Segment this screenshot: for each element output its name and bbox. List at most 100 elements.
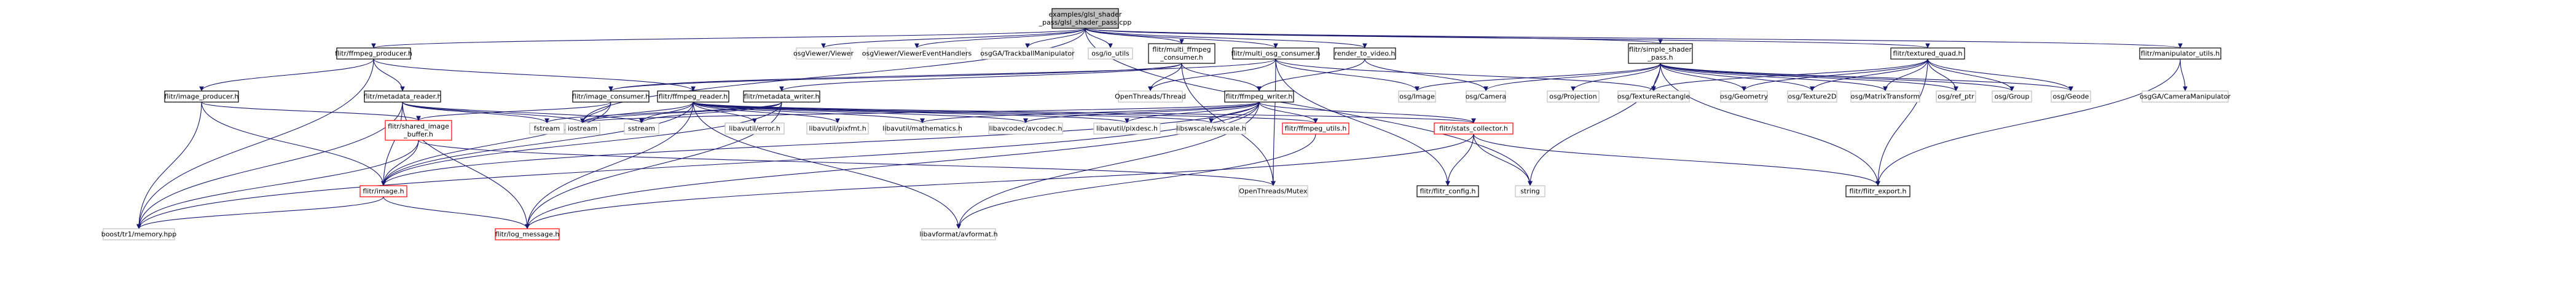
node-osgviewer_handlers[interactable]: osgViewer/ViewerEventHandlers: [862, 47, 972, 60]
node-box-osg_projection: [1547, 90, 1600, 103]
node-boost_memory[interactable]: boost/tr1/memory.hpp: [101, 228, 177, 240]
node-label-libavutil_error: libavutil/error.h: [729, 125, 780, 133]
node-sstream[interactable]: sstream: [624, 122, 659, 135]
node-fstream[interactable]: fstream: [529, 122, 565, 135]
node-label-metadata_reader: flitr/metadata_reader.h: [364, 93, 442, 101]
node-box-boost_memory: [103, 228, 175, 240]
node-iostream[interactable]: iostream: [565, 122, 600, 135]
node-osg_texturerect[interactable]: osg/TextureRectangle: [1617, 90, 1690, 103]
edge-ffmpeg_producer-to-metadata_reader: [373, 58, 405, 92]
node-osg_group[interactable]: osg/Group: [1992, 90, 2032, 103]
node-label-fstream: fstream: [534, 125, 560, 133]
node-flitr_export[interactable]: flitr/flitr_export.h: [1845, 185, 1910, 197]
node-flitr_image[interactable]: flitr/image.h: [359, 185, 407, 197]
node-box-image_consumer: [572, 90, 650, 103]
node-openthreads_mutex[interactable]: OpenThreads/Mutex: [1238, 185, 1308, 197]
node-osg_projection[interactable]: osg/Projection: [1547, 90, 1600, 103]
edge-simple_shader_pass-to-osg_image: [1415, 63, 1661, 92]
node-label-ffmpeg_utils: flitr/ffmpeg_utils.h: [1285, 125, 1347, 133]
edge-multi_osg_consumer-to-osg_image: [1275, 58, 1420, 92]
edge-simple_shader_pass-to-osg_texture2d: [1660, 63, 1815, 92]
node-box-metadata_reader: [364, 90, 441, 103]
node-label-multi_osg_consumer: flitr/multi_osg_consumer.h: [1231, 50, 1321, 58]
node-osgga_camman[interactable]: osgGA/CameraManipulator: [2140, 90, 2231, 103]
node-ffmpeg_utils[interactable]: flitr/ffmpeg_utils.h: [1282, 122, 1349, 135]
node-libavutil_error[interactable]: libavutil/error.h: [724, 122, 785, 135]
node-box-openthreads_mutex: [1238, 185, 1308, 197]
node-label-image_producer: flitr/image_producer.h: [164, 93, 238, 101]
node-string[interactable]: string: [1515, 185, 1545, 197]
edge-simple_shader_pass-to-osg_geode: [1660, 63, 2073, 92]
edge-root-to-osgviewer_handlers: [914, 28, 1086, 49]
node-libavutil_pixfmt[interactable]: libavutil/pixfmt.h: [806, 122, 869, 135]
node-box-osgio_utils: [1088, 47, 1133, 60]
node-osg_image[interactable]: osg/Image: [1398, 90, 1436, 103]
edge-simple_shader_pass-to-osg_geometry: [1660, 63, 1746, 92]
edge-ffmpeg_reader-to-iostream: [580, 101, 694, 124]
node-ffmpeg_producer[interactable]: flitr/ffmpeg_producer.h: [335, 47, 412, 60]
node-osg_camera[interactable]: osg/Camera: [1466, 90, 1506, 103]
node-label-ffmpeg_producer: flitr/ffmpeg_producer.h: [335, 50, 412, 58]
node-osgviewer_viewer[interactable]: osgViewer/Viewer: [793, 47, 854, 60]
node-image_consumer[interactable]: flitr/image_consumer.h: [572, 90, 650, 103]
edge-ffmpeg_writer-to-iostream: [580, 101, 1260, 124]
node-osg_refptr[interactable]: osg/ref_ptr: [1936, 90, 1976, 103]
edge-image_producer-to-flitr_image: [201, 101, 386, 186]
edge-ffmpeg_producer-to-boost_memory: [136, 58, 374, 229]
node-render_to_video[interactable]: render_to_video.h: [1333, 47, 1396, 60]
node-label-flitr_image: flitr/image.h: [363, 188, 404, 196]
node-shared_image_buffer[interactable]: flitr/shared_image_buffer.h: [385, 120, 452, 141]
node-metadata_reader[interactable]: flitr/metadata_reader.h: [364, 90, 442, 103]
node-label-osg_projection: osg/Projection: [1549, 93, 1597, 101]
node-libavformat[interactable]: libavformat/avformat.h: [919, 228, 998, 240]
node-libavcodec[interactable]: libavcodec/avcodec.h: [988, 122, 1063, 135]
node-stats_collector[interactable]: flitr/stats_collector.h: [1434, 122, 1514, 135]
node-openthreads_thread[interactable]: OpenThreads/Thread: [1115, 90, 1186, 103]
node-multi_ffmpeg_consumer[interactable]: flitr/multi_ffmpeg_consumer.h: [1148, 43, 1215, 64]
node-metadata_writer[interactable]: flitr/metadata_writer.h: [743, 90, 820, 103]
edge-metadata_reader-to-fstream: [402, 101, 549, 124]
node-box-flitr_export: [1845, 185, 1910, 197]
node-osgga_trackball[interactable]: osgGA/TrackballManipulator: [980, 47, 1075, 60]
edge-ffmpeg_reader-to-libavutil_pixfmt: [693, 101, 840, 124]
node-libavutil_pixdesc[interactable]: libavutil/pixdesc.h: [1093, 122, 1161, 135]
edge-metadata_writer-to-sstream: [639, 101, 782, 124]
edge-multi_ffmpeg_consumer-to-metadata_writer: [779, 63, 1182, 92]
node-ffmpeg_reader[interactable]: flitr/ffmpeg_reader.h: [657, 90, 729, 103]
node-multi_osg_consumer[interactable]: flitr/multi_osg_consumer.h: [1231, 47, 1321, 60]
node-osg_matrixtransform[interactable]: osg/MatrixTransform: [1850, 90, 1920, 103]
edge-ffmpeg_reader-to-libavcodec: [693, 101, 1028, 124]
node-label-shared_image_buffer: _buffer.h: [403, 130, 433, 138]
edge-simple_shader_pass-to-osg_refptr: [1660, 63, 1958, 92]
edges-layer: [136, 28, 2188, 229]
node-libavutil_math[interactable]: libavutil/mathematics.h: [882, 122, 962, 135]
node-simple_shader_pass[interactable]: flitr/simple_shader_pass.h: [1628, 43, 1693, 64]
node-box-iostream: [565, 122, 600, 135]
node-image_producer[interactable]: flitr/image_producer.h: [164, 90, 239, 103]
node-textured_quad[interactable]: flitr/textured_quad.h: [1890, 47, 1965, 60]
edge-stats_collector-to-flitr_export: [1473, 133, 1880, 186]
node-osg_geometry[interactable]: osg/Geometry: [1720, 90, 1768, 103]
node-label-manipulator_utils: flitr/manipulator_utils.h: [2141, 50, 2220, 58]
node-box-log_message: [495, 228, 560, 240]
node-flitr_config[interactable]: flitr/flitr_config.h: [1416, 185, 1479, 197]
node-ffmpeg_writer[interactable]: flitr/ffmpeg_writer.h: [1224, 90, 1294, 103]
node-osgio_utils[interactable]: osg/io_utils: [1088, 47, 1133, 60]
node-label-root: examples/glsl_shader: [1049, 10, 1122, 18]
node-manipulator_utils[interactable]: flitr/manipulator_utils.h: [2139, 47, 2221, 60]
edge-ffmpeg_writer-to-log_message: [525, 101, 1260, 229]
node-box-ffmpeg_writer: [1224, 90, 1294, 103]
node-osg_geode[interactable]: osg/Geode: [2051, 90, 2091, 103]
node-osg_texture2d[interactable]: osg/Texture2D: [1787, 90, 1837, 103]
edge-textured_quad-to-flitr_export: [1875, 58, 1928, 186]
node-label-openthreads_mutex: OpenThreads/Mutex: [1239, 188, 1308, 196]
node-label-textured_quad: flitr/textured_quad.h: [1893, 50, 1963, 58]
edge-ffmpeg_reader-to-libavformat: [693, 101, 961, 229]
node-label-libavformat: libavformat/avformat.h: [919, 231, 997, 239]
edge-textured_quad-to-osg_matrixtransform: [1883, 58, 1928, 92]
node-log_message[interactable]: flitr/log_message.h: [495, 228, 560, 240]
node-box-ffmpeg_utils: [1282, 122, 1349, 135]
node-libswscale[interactable]: libswscale/swscale.h: [1176, 122, 1246, 135]
node-label-osg_image: osg/Image: [1399, 93, 1435, 101]
node-box-sstream: [624, 122, 659, 135]
